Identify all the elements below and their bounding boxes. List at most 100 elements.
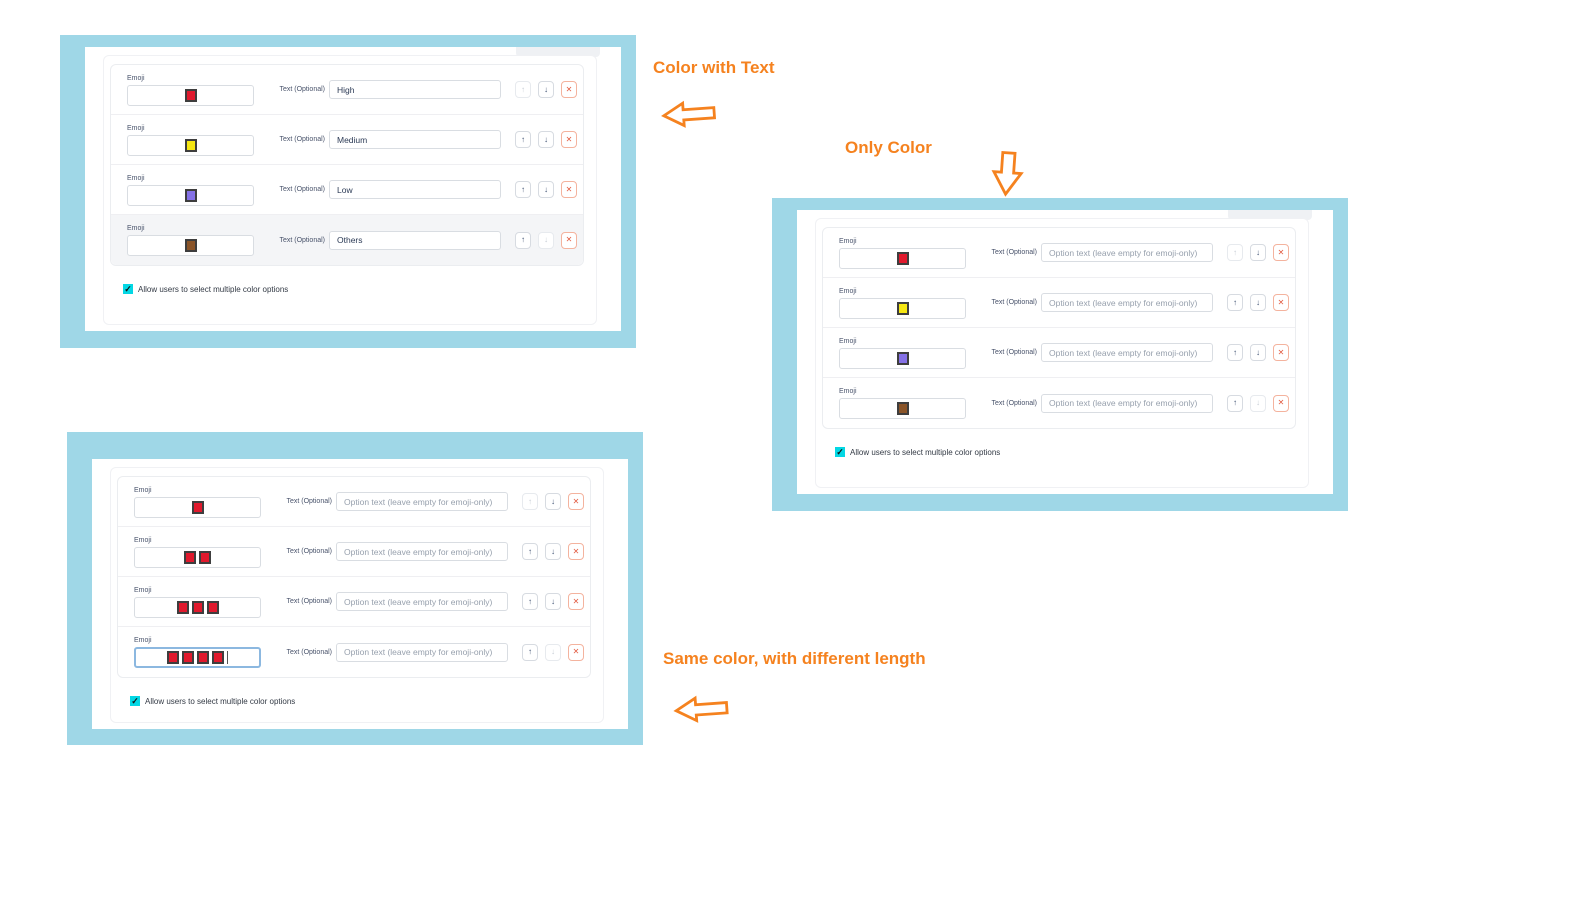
move-down-button[interactable]: ↓: [545, 543, 561, 560]
move-up-button[interactable]: ↑: [522, 593, 538, 610]
option-text-input[interactable]: [329, 230, 501, 250]
row-buttons: ↑ ↓ ✕: [522, 593, 584, 610]
option-row: Emoji Text (Optional) ↑ ↓ ✕: [823, 228, 1295, 278]
option-row: Emoji Text (Optional) ↑ ↓ ✕: [118, 527, 590, 577]
multiple-options-checkbox[interactable]: ✓: [130, 695, 140, 706]
move-up-button[interactable]: ↑: [522, 543, 538, 560]
option-text-input[interactable]: [1041, 393, 1213, 413]
emoji-label: Emoji: [127, 74, 145, 82]
emoji-block: Emoji: [127, 174, 254, 206]
text-block: Text (Optional): [273, 180, 501, 199]
move-down-button[interactable]: ↓: [538, 231, 554, 249]
move-up-button[interactable]: ↑: [1227, 344, 1243, 361]
option-text-input[interactable]: [336, 642, 508, 662]
delete-button[interactable]: ✕: [568, 593, 584, 610]
option-text-input[interactable]: [336, 592, 508, 611]
row-buttons: ↑ ↓ ✕: [1227, 244, 1289, 261]
delete-button[interactable]: ✕: [561, 231, 577, 249]
panel-page: Emoji Text (Optional) ↑ ↓ ✕ Emoji Text (…: [92, 459, 628, 729]
delete-button[interactable]: ✕: [1273, 244, 1289, 261]
emoji-input[interactable]: [127, 134, 254, 156]
move-up-button[interactable]: ↑: [1227, 294, 1243, 311]
emoji-input[interactable]: [134, 647, 261, 668]
option-rows: Emoji Text (Optional) ↑ ↓ ✕ Emoji Text (…: [117, 476, 591, 678]
text-optional-label: Text (Optional): [279, 136, 325, 143]
emoji-input[interactable]: [127, 184, 254, 206]
move-up-button[interactable]: ↑: [522, 643, 538, 661]
emoji-label: Emoji: [839, 287, 857, 295]
move-down-button[interactable]: ↓: [545, 493, 561, 510]
option-text-input[interactable]: [329, 130, 501, 149]
text-block: Text (Optional): [280, 542, 508, 561]
move-down-button[interactable]: ↓: [1250, 294, 1266, 311]
delete-button[interactable]: ✕: [1273, 294, 1289, 311]
option-text-input[interactable]: [336, 542, 508, 561]
option-row: Emoji Text (Optional) ↑ ↓ ✕: [823, 378, 1295, 428]
emoji-input[interactable]: [839, 247, 966, 269]
option-row: Emoji Text (Optional) ↑ ↓ ✕: [118, 477, 590, 527]
delete-button[interactable]: ✕: [561, 81, 577, 98]
emoji-input[interactable]: [839, 347, 966, 369]
text-optional-label: Text (Optional): [286, 498, 332, 505]
text-block: Text (Optional): [985, 293, 1213, 312]
move-up-button[interactable]: ↑: [515, 181, 531, 198]
cutoff-button[interactable]: [1228, 210, 1312, 220]
row-buttons: ↑ ↓ ✕: [1227, 294, 1289, 311]
option-text-input[interactable]: [329, 180, 501, 199]
text-cursor: [227, 651, 228, 664]
option-text-input[interactable]: [1041, 343, 1213, 362]
option-text-input[interactable]: [1041, 243, 1213, 262]
emoji-block: Emoji: [127, 224, 254, 256]
text-optional-label: Text (Optional): [279, 86, 325, 93]
move-down-button[interactable]: ↓: [1250, 244, 1266, 261]
purple-square-emoji: [896, 351, 909, 365]
option-row: Emoji Text (Optional) ↑ ↓ ✕: [823, 278, 1295, 328]
delete-button[interactable]: ✕: [561, 131, 577, 148]
move-down-button[interactable]: ↓: [538, 181, 554, 198]
option-text-input[interactable]: [329, 80, 501, 99]
multiple-options-checkbox[interactable]: ✓: [123, 283, 133, 294]
brown-square-emoji: [184, 239, 197, 252]
emoji-input[interactable]: [839, 398, 966, 419]
move-up-button[interactable]: ↑: [522, 493, 538, 510]
multiple-options-checkbox[interactable]: ✓: [835, 446, 845, 457]
options-card: Emoji Text (Optional) ↑ ↓ ✕ Emoji Text (…: [110, 467, 604, 723]
red-square-emoji: [167, 651, 179, 664]
option-text-input[interactable]: [1041, 293, 1213, 312]
move-up-button[interactable]: ↑: [1227, 394, 1243, 412]
delete-button[interactable]: ✕: [561, 181, 577, 198]
emoji-block: Emoji: [134, 536, 261, 568]
emoji-input[interactable]: [134, 546, 261, 568]
delete-button[interactable]: ✕: [568, 643, 584, 661]
red-square-emoji: [206, 600, 219, 614]
cutoff-button[interactable]: [516, 47, 600, 57]
emoji-input[interactable]: [839, 297, 966, 319]
move-down-button[interactable]: ↓: [545, 593, 561, 610]
emoji-input[interactable]: [127, 235, 254, 256]
delete-button[interactable]: ✕: [568, 493, 584, 510]
delete-button[interactable]: ✕: [1273, 344, 1289, 361]
move-down-button[interactable]: ↓: [1250, 394, 1266, 412]
emoji-input[interactable]: [127, 84, 254, 106]
panel-page: Emoji Text (Optional) ↑ ↓ ✕ Emoji Text (…: [85, 47, 621, 331]
delete-button[interactable]: ✕: [568, 543, 584, 560]
panel-same-color-different-length: Emoji Text (Optional) ↑ ↓ ✕ Emoji Text (…: [67, 432, 643, 745]
move-up-button[interactable]: ↑: [515, 81, 531, 98]
move-up-button[interactable]: ↑: [515, 131, 531, 148]
brown-square-emoji: [896, 402, 909, 415]
emoji-block: Emoji: [134, 636, 261, 668]
emoji-input[interactable]: [134, 496, 261, 518]
move-down-button[interactable]: ↓: [1250, 344, 1266, 361]
emoji-input[interactable]: [134, 596, 261, 618]
row-buttons: ↑ ↓ ✕: [515, 81, 577, 98]
move-down-button[interactable]: ↓: [538, 81, 554, 98]
option-text-input[interactable]: [336, 492, 508, 511]
move-up-button[interactable]: ↑: [515, 231, 531, 249]
text-optional-label: Text (Optional): [286, 548, 332, 555]
move-down-button[interactable]: ↓: [538, 131, 554, 148]
move-down-button[interactable]: ↓: [545, 643, 561, 661]
move-up-button[interactable]: ↑: [1227, 244, 1243, 261]
delete-button[interactable]: ✕: [1273, 394, 1289, 412]
annotation-only-color: Only Color: [845, 138, 932, 157]
